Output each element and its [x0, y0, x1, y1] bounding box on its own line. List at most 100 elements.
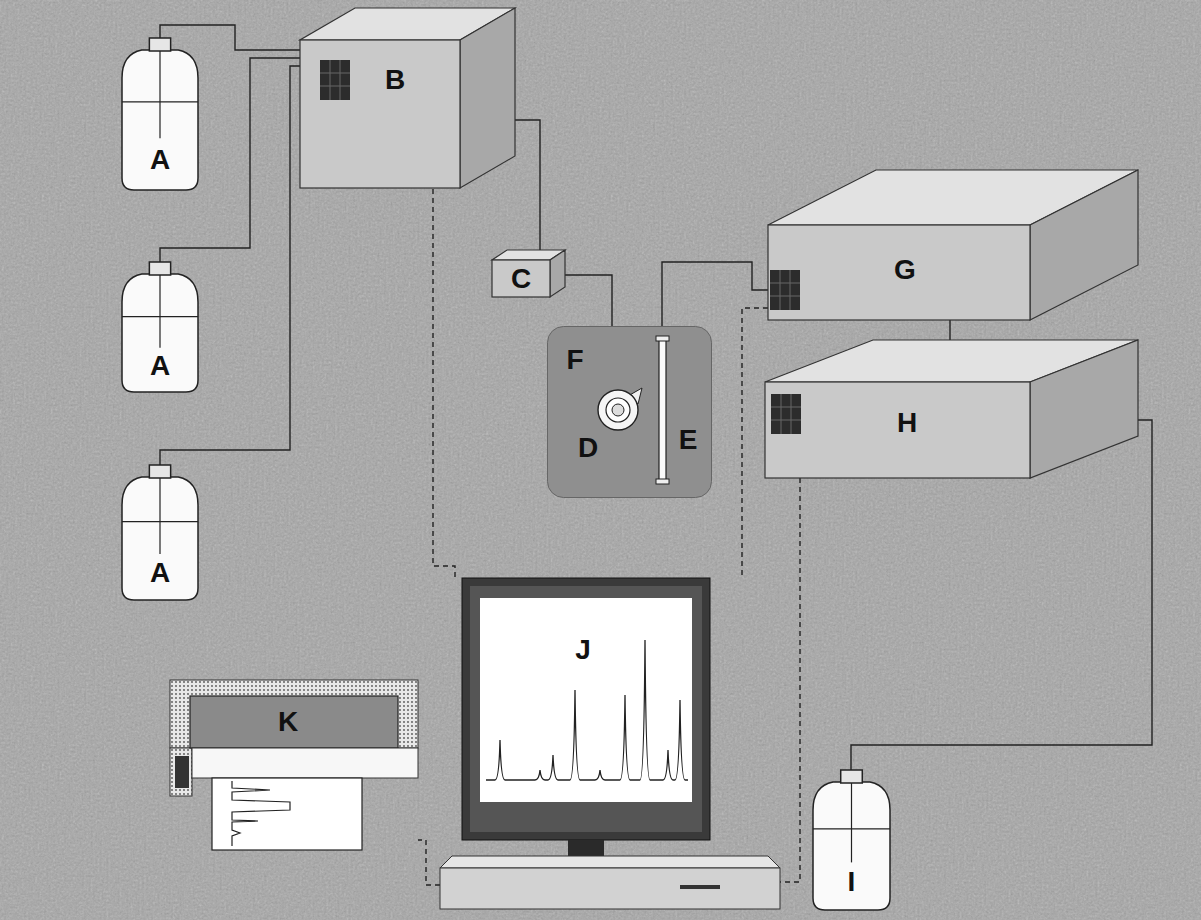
solvent-reservoir: A [122, 465, 198, 600]
tube-line [159, 275, 160, 348]
level-line [122, 101, 198, 102]
valve-ring [606, 398, 630, 422]
printer-frame [170, 680, 418, 748]
keypad [770, 270, 800, 310]
mixer-box: C [492, 250, 565, 297]
level-line [813, 828, 890, 829]
valve-hub [612, 404, 624, 416]
keypad-grid [791, 394, 792, 434]
keypad [771, 394, 801, 434]
box-drawing [300, 8, 515, 180]
computer-top [440, 856, 780, 868]
keypad-grid [771, 420, 801, 421]
column-end [656, 479, 669, 484]
column-tube [659, 340, 666, 480]
drive-slot [680, 885, 720, 889]
level-line [122, 316, 198, 317]
keypad-grid [790, 270, 791, 310]
flow-tubing [515, 120, 540, 250]
keypad-grid [320, 73, 350, 74]
bottle-cap [841, 770, 863, 783]
part-letter: A [150, 352, 170, 380]
monitor-bevel [470, 586, 702, 832]
part-letter: D [578, 434, 598, 462]
keypad-grid [781, 394, 782, 434]
level-line [122, 521, 198, 522]
solvent-reservoir: A [122, 38, 198, 190]
box-drawing [768, 170, 1138, 320]
detector-unit: G [768, 170, 1138, 320]
computer-drawing [440, 578, 780, 910]
monitor-screen [480, 598, 692, 802]
keypad-grid [770, 296, 800, 297]
data-cable [742, 308, 768, 578]
data-cable [433, 180, 455, 578]
keypad-grid [770, 283, 800, 284]
solvent-reservoir: A [122, 262, 198, 392]
part-letter: J [575, 636, 591, 664]
keypad-grid [330, 60, 331, 100]
flow-tubing [662, 262, 768, 336]
injector-drawing [596, 388, 640, 432]
bottle-cap [149, 262, 170, 275]
keypad-grid [340, 60, 341, 100]
monitor-frame [462, 578, 710, 840]
part-letter: A [150, 559, 170, 587]
detector-unit: H [765, 340, 1138, 478]
keypad-grid [320, 86, 350, 87]
part-letter: F [566, 346, 583, 374]
column-oven: FDE [547, 326, 712, 498]
keypad [320, 60, 350, 100]
box-front [300, 40, 460, 188]
printer-keypad [175, 756, 189, 788]
column-drawing [655, 336, 670, 484]
flow-tubing [949, 320, 950, 340]
printed-trace [232, 781, 290, 846]
column-end [656, 336, 669, 341]
printer-body [192, 748, 418, 778]
bottle-body [122, 50, 198, 190]
part-letter: I [848, 868, 856, 896]
data-cable [780, 478, 800, 882]
bottle-body [122, 477, 198, 600]
pump-unit: B [300, 8, 515, 180]
part-letter: H [897, 409, 917, 437]
box-front [765, 382, 1030, 478]
monitor-stand [568, 840, 604, 856]
keypad-grid [780, 270, 781, 310]
valve-body [598, 390, 638, 430]
hplc-column: E [655, 336, 670, 484]
box-front [768, 225, 1030, 320]
printer: K [170, 680, 418, 852]
injector-valve: D [596, 388, 640, 432]
part-letter: B [385, 66, 405, 94]
printer-drawing [170, 680, 418, 852]
data-cable [418, 840, 440, 885]
box-side [1030, 340, 1138, 478]
printer-side [170, 748, 192, 796]
box-side [1030, 170, 1138, 320]
computer-base [440, 868, 780, 909]
bottle-body [122, 274, 198, 392]
box-front [492, 260, 550, 297]
tube-line [159, 478, 160, 554]
waste-bottle: I [813, 770, 890, 910]
oven-panel [548, 327, 712, 498]
flow-tubing [160, 25, 300, 50]
bottle-body [813, 782, 890, 910]
box-side [550, 250, 565, 297]
part-letter: K [278, 708, 298, 736]
bottle-cap [149, 38, 170, 51]
printer-lid [190, 696, 398, 748]
part-letter: A [150, 146, 170, 174]
tube-line [159, 51, 160, 138]
bottle-cap [149, 465, 170, 478]
box-side [460, 8, 515, 188]
keypad-grid [771, 407, 801, 408]
tube-line [851, 783, 852, 862]
box-drawing [765, 340, 1138, 478]
